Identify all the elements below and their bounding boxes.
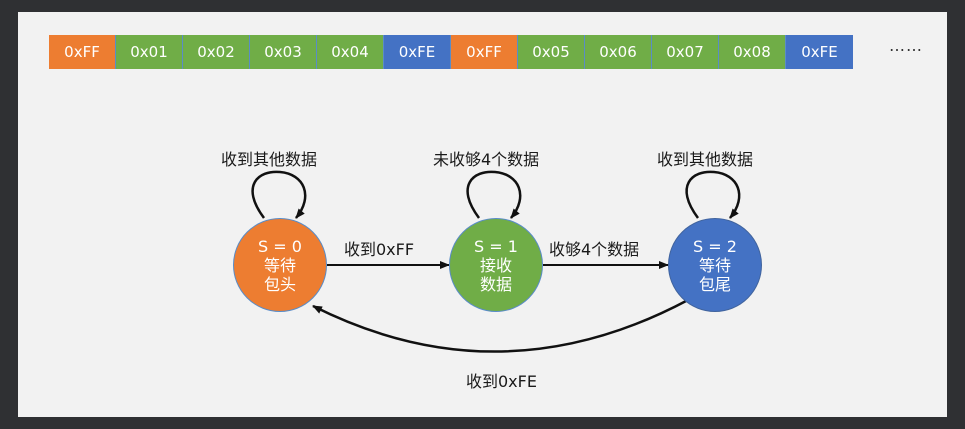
label-s2-to-s0: 收到0xFE	[466, 372, 537, 391]
byte-cell: 0x01	[116, 35, 183, 69]
state-s2-line2: 包尾	[698, 274, 731, 294]
byte-cell: 0x04	[317, 35, 384, 69]
state-s2-id: S = 2	[693, 236, 737, 256]
byte-cell: 0x02	[183, 35, 250, 69]
self-loop-s1	[466, 170, 522, 219]
stream-ellipsis: ……	[889, 36, 923, 55]
byte-cell: 0x06	[585, 35, 652, 69]
state-s2: S = 2 等待 包尾	[668, 218, 762, 312]
state-s1-line2: 数据	[479, 274, 512, 294]
self-loop-s0	[251, 170, 307, 219]
byte-cell: 0x07	[652, 35, 719, 69]
label-s2-self: 收到其他数据	[657, 150, 754, 169]
state-s0-id: S = 0	[258, 236, 302, 256]
state-s0-line2: 包头	[263, 274, 296, 294]
state-s0: S = 0 等待 包头	[233, 218, 327, 312]
byte-stream: 0xFF 0x01 0x02 0x03 0x04 0xFE 0xFF 0x05 …	[49, 35, 853, 69]
state-s2-line1: 等待	[698, 255, 731, 275]
byte-cell: 0x03	[250, 35, 317, 69]
label-s0-to-s1: 收到0xFF	[344, 240, 415, 259]
state-s1-id: S = 1	[474, 236, 518, 256]
byte-cell: 0x05	[518, 35, 585, 69]
edge-s2-s0	[312, 298, 689, 353]
byte-cell: 0x08	[719, 35, 786, 69]
label-s1-self: 未收够4个数据	[433, 150, 540, 169]
diagram-canvas	[18, 12, 947, 417]
state-s1-line1: 接收	[479, 255, 512, 275]
self-loop-s2	[685, 170, 741, 219]
byte-cell: 0xFE	[786, 35, 853, 69]
label-s0-self: 收到其他数据	[221, 150, 318, 169]
byte-cell: 0xFE	[384, 35, 451, 69]
byte-cell: 0xFF	[49, 35, 116, 69]
state-s0-line1: 等待	[263, 255, 296, 275]
byte-cell: 0xFF	[451, 35, 518, 69]
label-s1-to-s2: 收够4个数据	[549, 240, 640, 259]
state-s1: S = 1 接收 数据	[449, 218, 543, 312]
